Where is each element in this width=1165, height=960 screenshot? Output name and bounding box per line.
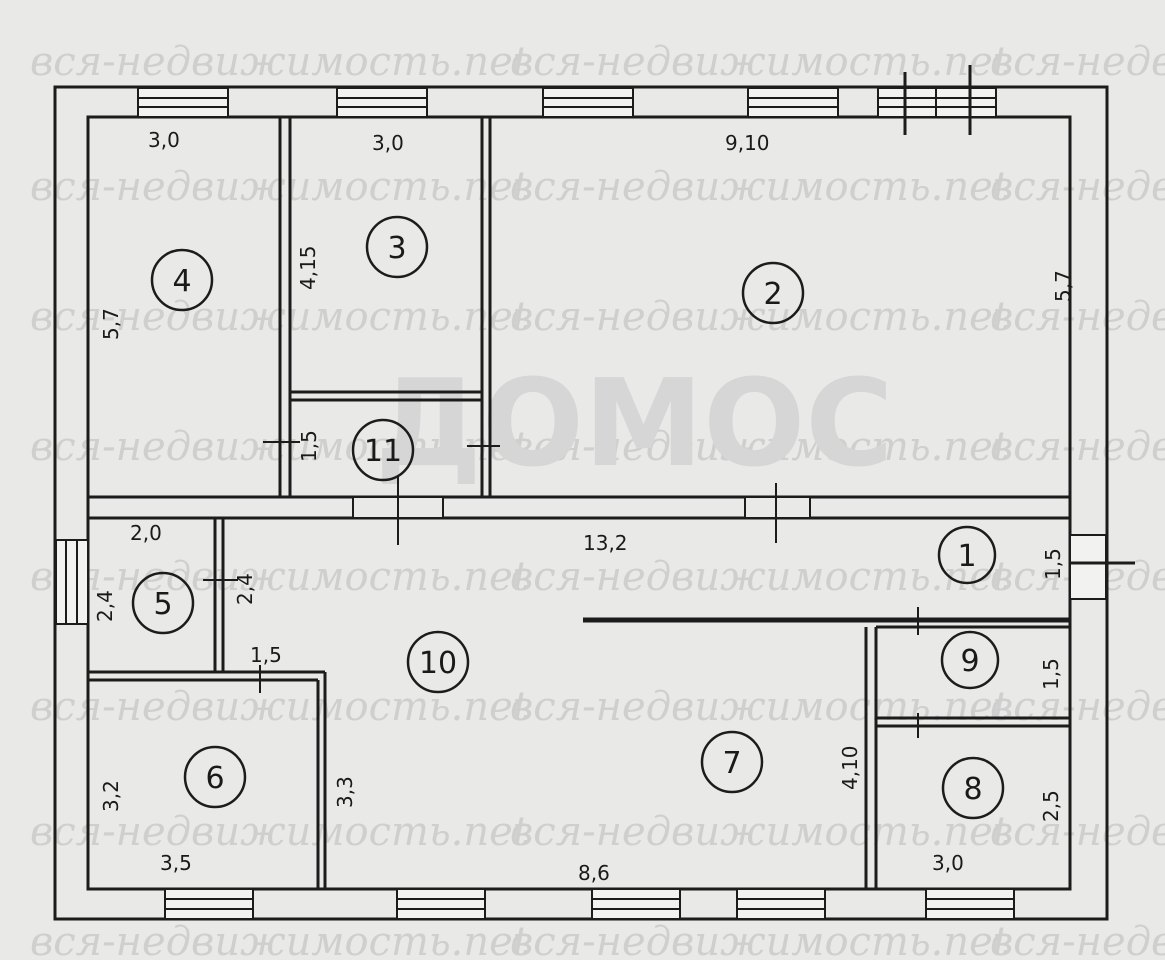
window xyxy=(336,87,428,118)
room-11-circle xyxy=(351,418,415,482)
window xyxy=(736,888,826,920)
dimension-label: 3,0 xyxy=(932,851,964,875)
watermark-text: вся-недвижимость.net xyxy=(990,39,1165,85)
dimension-labels: 3,0 3,0 9,10 5,7 4,15 5,7 1,5 2,0 13,2 1… xyxy=(93,128,1075,885)
watermark-text: вся-недвижимость.net xyxy=(990,684,1165,730)
room-number: 3 xyxy=(387,231,406,266)
watermark-text: вся-недвижимость.net xyxy=(30,684,530,730)
window xyxy=(542,87,634,118)
watermark-text: вся-недвижимость.net xyxy=(990,424,1165,470)
dimension-label: 2,4 xyxy=(93,590,117,622)
room-2-circle xyxy=(741,261,805,325)
window xyxy=(164,888,254,920)
watermark-text: вся-недвижимость.net xyxy=(510,294,1010,340)
room-5-circle xyxy=(131,571,195,635)
watermark-text: вся-недвижимость.net xyxy=(510,554,1010,600)
watermark-text: вся-недвижимость.net xyxy=(510,39,1010,85)
dimension-label: 1,5 xyxy=(250,643,282,667)
watermark-text: вся-недвижимость.net xyxy=(990,919,1165,960)
watermark-text: вся-недвижимость.net xyxy=(30,39,530,85)
dimension-label: 3,0 xyxy=(148,128,180,152)
watermark-text: вся-недвижимость.net xyxy=(510,164,1010,210)
room-number: 10 xyxy=(419,646,457,681)
room-number: 2 xyxy=(763,277,782,312)
room-9-circle xyxy=(940,630,1000,690)
dimension-label: 3,2 xyxy=(99,780,123,812)
room-3-circle xyxy=(365,215,429,279)
dimension-label: 13,2 xyxy=(583,531,628,555)
room-number: 11 xyxy=(364,434,402,469)
window xyxy=(747,87,839,118)
room-number: 4 xyxy=(172,264,191,299)
window xyxy=(396,888,486,920)
room-number: 6 xyxy=(205,761,224,796)
dimension-label: 1,5 xyxy=(1039,658,1063,690)
entrance-door xyxy=(1069,534,1107,600)
logo-watermark: ДОМОС xyxy=(375,355,893,494)
watermark-layer: вся-недвижимость.net вся-недвижимость.ne… xyxy=(30,39,1165,960)
watermark-text: вся-недвижимость.net xyxy=(510,919,1010,960)
room-4-circle xyxy=(150,248,214,312)
dimension-label: 2,0 xyxy=(130,521,162,545)
room-8-circle xyxy=(941,756,1005,820)
dimension-label: 4,15 xyxy=(296,245,320,290)
dimension-label: 9,10 xyxy=(725,131,770,155)
room-number: 9 xyxy=(960,644,979,679)
window xyxy=(925,888,1015,920)
watermark-text: вся-недвижимость.net xyxy=(990,809,1165,855)
room-6-circle xyxy=(183,745,247,809)
dimension-label: 4,10 xyxy=(838,745,862,790)
windows xyxy=(55,87,1107,920)
watermark-text: вся-недвижимость.net xyxy=(510,684,1010,730)
room-10-circle xyxy=(406,630,470,694)
window xyxy=(137,87,229,118)
interior-walls xyxy=(88,117,1070,889)
watermark-text: вся-недвижимость.net xyxy=(30,554,530,600)
room-number: 7 xyxy=(722,746,741,781)
dimension-label: 2,5 xyxy=(1039,790,1063,822)
watermark-text: вся-недвижимость.net xyxy=(510,809,1010,855)
room-number: 8 xyxy=(963,772,982,807)
inner-wall-outline xyxy=(86,115,1072,891)
dimension-label: 8,6 xyxy=(578,861,610,885)
watermark-text: вся-недвижимость.net xyxy=(30,919,530,960)
dimension-label: 3,3 xyxy=(333,776,357,808)
dimension-label: 1,5 xyxy=(297,430,321,462)
door-marks xyxy=(203,441,919,738)
dimension-label: 1,5 xyxy=(1041,548,1065,580)
room-7-circle xyxy=(700,730,764,794)
room-1-circle xyxy=(937,525,997,585)
watermark-text: вся-недвижимость.net xyxy=(990,164,1165,210)
dimension-label: 2,4 xyxy=(233,573,257,605)
window xyxy=(55,539,89,625)
watermark-text: вся-недвижимость.net xyxy=(990,294,1165,340)
room-number: 5 xyxy=(153,587,172,622)
watermark-text: вся-недвижимость.net xyxy=(510,424,1010,470)
wall-marks xyxy=(903,65,1135,565)
room-markers xyxy=(131,215,1005,820)
room-number: 1 xyxy=(957,539,976,574)
room-numbers: 1 2 3 4 5 6 7 8 9 10 11 xyxy=(153,231,982,807)
watermark-text: вся-недвижимость.net xyxy=(30,809,530,855)
window xyxy=(591,888,681,920)
dimension-label: 5,7 xyxy=(99,308,123,340)
dimension-label: 3,5 xyxy=(160,851,192,875)
dimension-label: 5,7 xyxy=(1051,270,1075,302)
dimension-label: 3,0 xyxy=(372,131,404,155)
